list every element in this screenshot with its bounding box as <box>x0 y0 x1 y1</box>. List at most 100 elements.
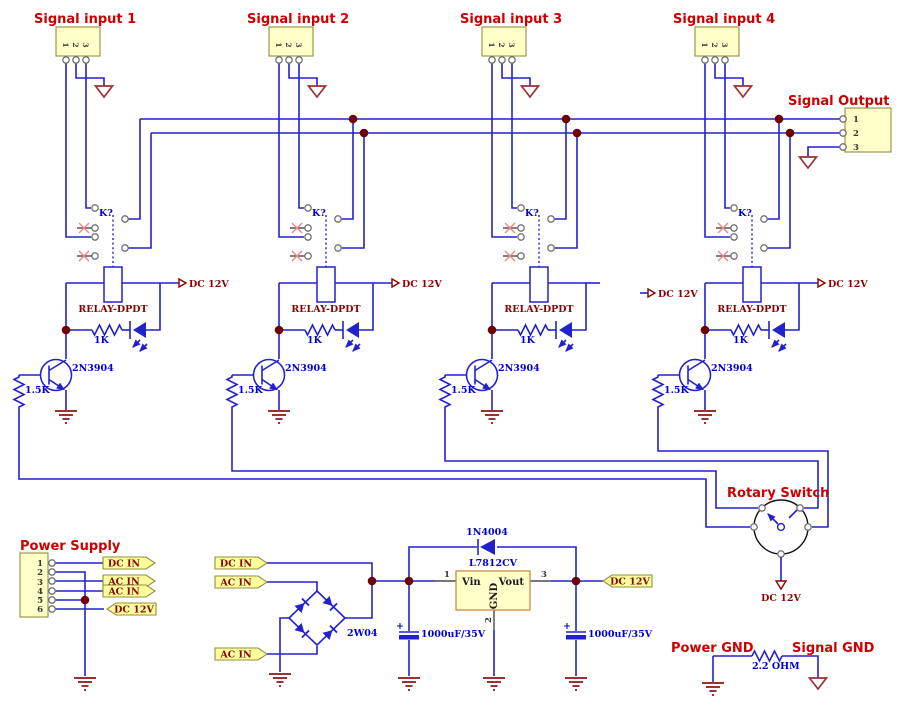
flag-label: AC IN <box>219 578 252 589</box>
pin-number: 3 <box>541 570 547 580</box>
channel-title: Signal input 2 <box>247 12 349 27</box>
pin-number: 4 <box>37 587 43 597</box>
power-gnd-title: Power GND <box>671 641 754 656</box>
power-flag-icon <box>647 287 657 299</box>
signal-gnd-title: Signal GND <box>792 641 875 656</box>
transistor-label: 2N3904 <box>72 363 114 374</box>
power-supply-connector: Power Supply 1 2 3 4 5 6 DC IN AC IN AC … <box>19 539 157 691</box>
relay-label: RELAY-DPDT <box>504 304 573 315</box>
signal-ground-icon <box>798 156 818 169</box>
pin-number: 2 <box>484 617 494 623</box>
ground-link: Power GND Signal GND 2.2 OHM <box>671 641 875 696</box>
flag-label: DC 12V <box>114 605 154 616</box>
power-ground-icon <box>701 682 725 696</box>
resistor-label: 1K <box>307 335 323 346</box>
bridge-rectifier-icon <box>287 589 347 647</box>
resistor-label: 1.5K <box>451 385 477 396</box>
capacitor-icon <box>566 635 586 640</box>
net-flag <box>214 575 268 589</box>
resistor-label: 1K <box>94 335 110 346</box>
power-flag-icon <box>391 277 401 289</box>
rotary-wiper-pivot <box>776 522 786 532</box>
channel-title: Signal input 3 <box>460 12 562 27</box>
signal-buses <box>140 114 840 138</box>
cap-plus: + <box>563 621 571 632</box>
flag-label: AC IN <box>219 650 252 661</box>
pin-number: 3 <box>720 42 729 47</box>
channel-2: Signal input 2 1 2 3 K? RELAY-DPDT 1K 2N… <box>227 12 442 423</box>
channel-title: Signal input 4 <box>673 12 775 27</box>
capacitor-icon <box>399 635 419 640</box>
power-ground-icon <box>482 677 506 691</box>
psu-circuit: DC IN AC IN AC IN 2W04 L7812CV Vin Vout … <box>214 527 653 691</box>
net-flag <box>602 574 653 588</box>
relay-label: RELAY-DPDT <box>291 304 360 315</box>
relay-ref: K? <box>525 208 539 219</box>
bridge-label: 2W04 <box>347 628 378 639</box>
power-ground-icon <box>564 677 588 691</box>
power-ground-icon <box>73 677 97 691</box>
diode-label: 1N4004 <box>466 527 508 538</box>
capacitor-label: 1000uF/35V <box>588 629 653 640</box>
pin-number: 1 <box>274 42 283 47</box>
output-title: Signal Output <box>788 94 889 109</box>
pin-number: 1 <box>487 42 496 47</box>
rotary-title: Rotary Switch <box>727 486 829 501</box>
power-title: Power Supply <box>20 539 121 554</box>
pin-number: 1 <box>444 570 450 580</box>
power-flag-icon <box>774 580 788 591</box>
rotary-switch: Rotary Switch DC 12V <box>727 486 829 604</box>
transistor-label: 2N3904 <box>711 363 753 374</box>
net-flag <box>102 556 156 570</box>
pin-number: 3 <box>294 42 303 47</box>
rotary-wiper-arrow <box>767 513 779 525</box>
net-flag <box>214 647 268 661</box>
supply-label: DC 12V <box>658 289 698 300</box>
channel-1: Signal input 1 1 2 3 K? RELAY-DPDT 1K 2N… <box>14 12 229 423</box>
flag-label: DC IN <box>220 559 253 570</box>
pin-number: 2 <box>71 42 80 47</box>
pin-number: 1 <box>61 42 70 47</box>
flag-label: DC IN <box>108 559 141 570</box>
net-flag <box>214 556 268 570</box>
resistor-icon <box>751 649 783 663</box>
transistor-label: 2N3904 <box>498 363 540 374</box>
resistor-label: 2.2 OHM <box>752 661 800 672</box>
pin-number: 1 <box>37 559 43 569</box>
capacitor-label: 1000uF/35V <box>421 629 486 640</box>
channel-title: Signal input 1 <box>34 12 136 27</box>
rotary-wiring <box>18 409 829 528</box>
pin-number: 2 <box>853 129 859 139</box>
signal-ground-icon <box>808 677 828 690</box>
relay-ref: K? <box>99 208 113 219</box>
resistor-label: 1.5K <box>238 385 264 396</box>
net-flag <box>102 584 156 598</box>
resistor-label: 1K <box>520 335 536 346</box>
power-ground-icon <box>397 677 421 691</box>
cap-plus: + <box>396 621 404 632</box>
pin-number: 6 <box>37 605 43 615</box>
supply-label: DC 12V <box>189 279 229 290</box>
pin-number: 2 <box>284 42 293 47</box>
regulator-vin-label: Vin <box>461 577 481 588</box>
supply-label: DC 12V <box>828 279 868 290</box>
regulator-name: L7812CV <box>469 558 518 569</box>
resistor-label: 1K <box>733 335 749 346</box>
supply-label: DC 12V <box>402 279 442 290</box>
pin-number: 5 <box>37 596 43 606</box>
relay-label: RELAY-DPDT <box>717 304 786 315</box>
resistor-label: 1.5K <box>664 385 690 396</box>
pin-number: 3 <box>507 42 516 47</box>
pin-number: 1 <box>853 115 859 125</box>
transistor-label: 2N3904 <box>285 363 327 374</box>
net-flag <box>106 602 157 616</box>
channel-4: Signal input 4 1 2 3 K? RELAY-DPDT 1K 2N… <box>653 12 868 423</box>
pin-number: 2 <box>497 42 506 47</box>
pin-number: 3 <box>37 578 43 588</box>
pin-number: 2 <box>710 42 719 47</box>
pin-number: 1 <box>700 42 709 47</box>
pin-number: 3 <box>853 143 859 153</box>
power-flag-icon <box>178 277 188 289</box>
flag-label: DC 12V <box>610 577 650 588</box>
